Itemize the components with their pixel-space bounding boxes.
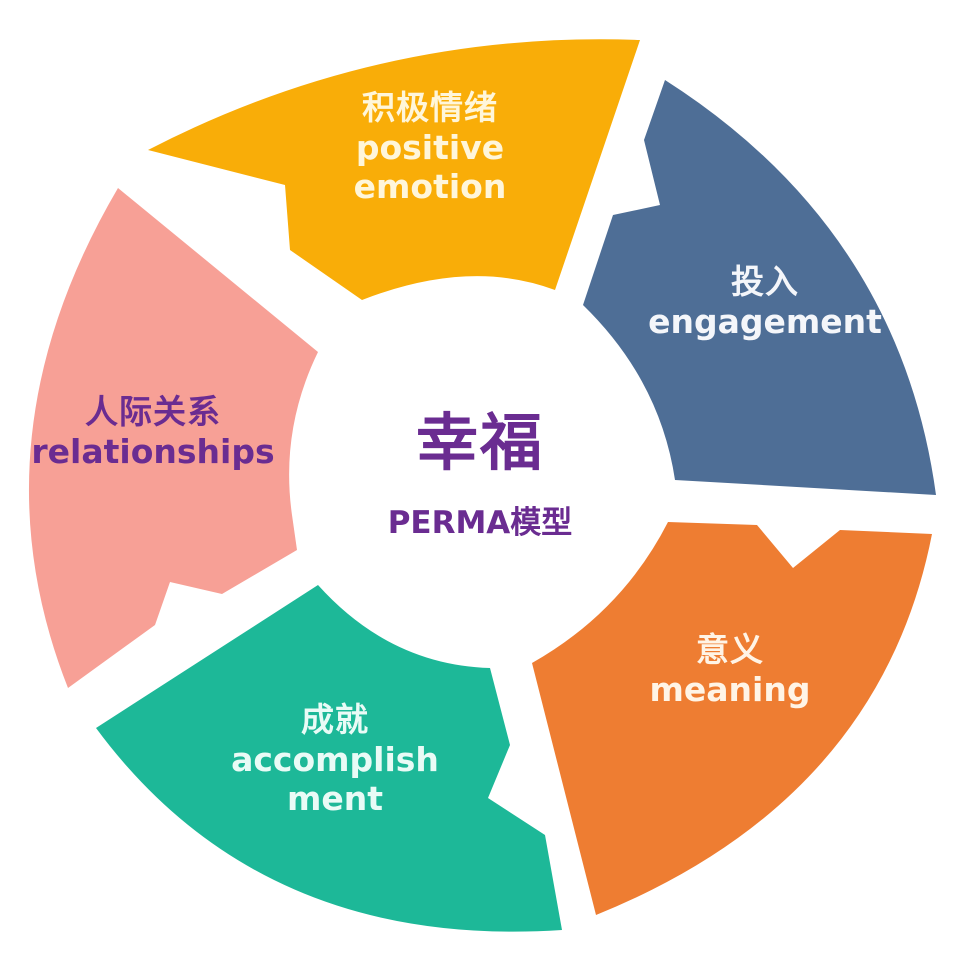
segment-relationships: [28, 188, 318, 688]
label-positive-emotion: 积极情绪 positive emotion: [320, 88, 540, 207]
label-en-line-2: ment: [286, 779, 384, 819]
segment-meaning: [532, 522, 932, 915]
label-en-line-1: positive: [355, 127, 505, 167]
label-en-line-1: meaning: [649, 669, 811, 709]
label-zh: 成就: [301, 700, 369, 739]
segment-positive-emotion: [148, 39, 640, 300]
label-en-line-1: relationships: [31, 431, 275, 471]
label-en-line-1: accomplish: [231, 739, 439, 779]
label-en-line-2: emotion: [353, 167, 507, 207]
label-zh: 意义: [696, 630, 764, 669]
center-title: 幸福: [415, 406, 544, 479]
label-en-line-1: engagement: [648, 301, 882, 341]
label-zh: 积极情绪: [362, 88, 498, 127]
label-meaning: 意义 meaning: [630, 630, 830, 709]
center-circle: [310, 305, 650, 645]
segment-engagement: [583, 80, 936, 495]
segment-accomplishment: [96, 585, 562, 932]
label-accomplishment: 成就 accomplish ment: [210, 700, 460, 819]
label-zh: 投入: [731, 262, 799, 301]
label-engagement: 投入 engagement: [630, 262, 900, 341]
center-subtitle: PERMA模型: [387, 505, 573, 541]
label-relationships: 人际关系 relationships: [18, 392, 288, 471]
label-zh: 人际关系: [85, 392, 221, 431]
